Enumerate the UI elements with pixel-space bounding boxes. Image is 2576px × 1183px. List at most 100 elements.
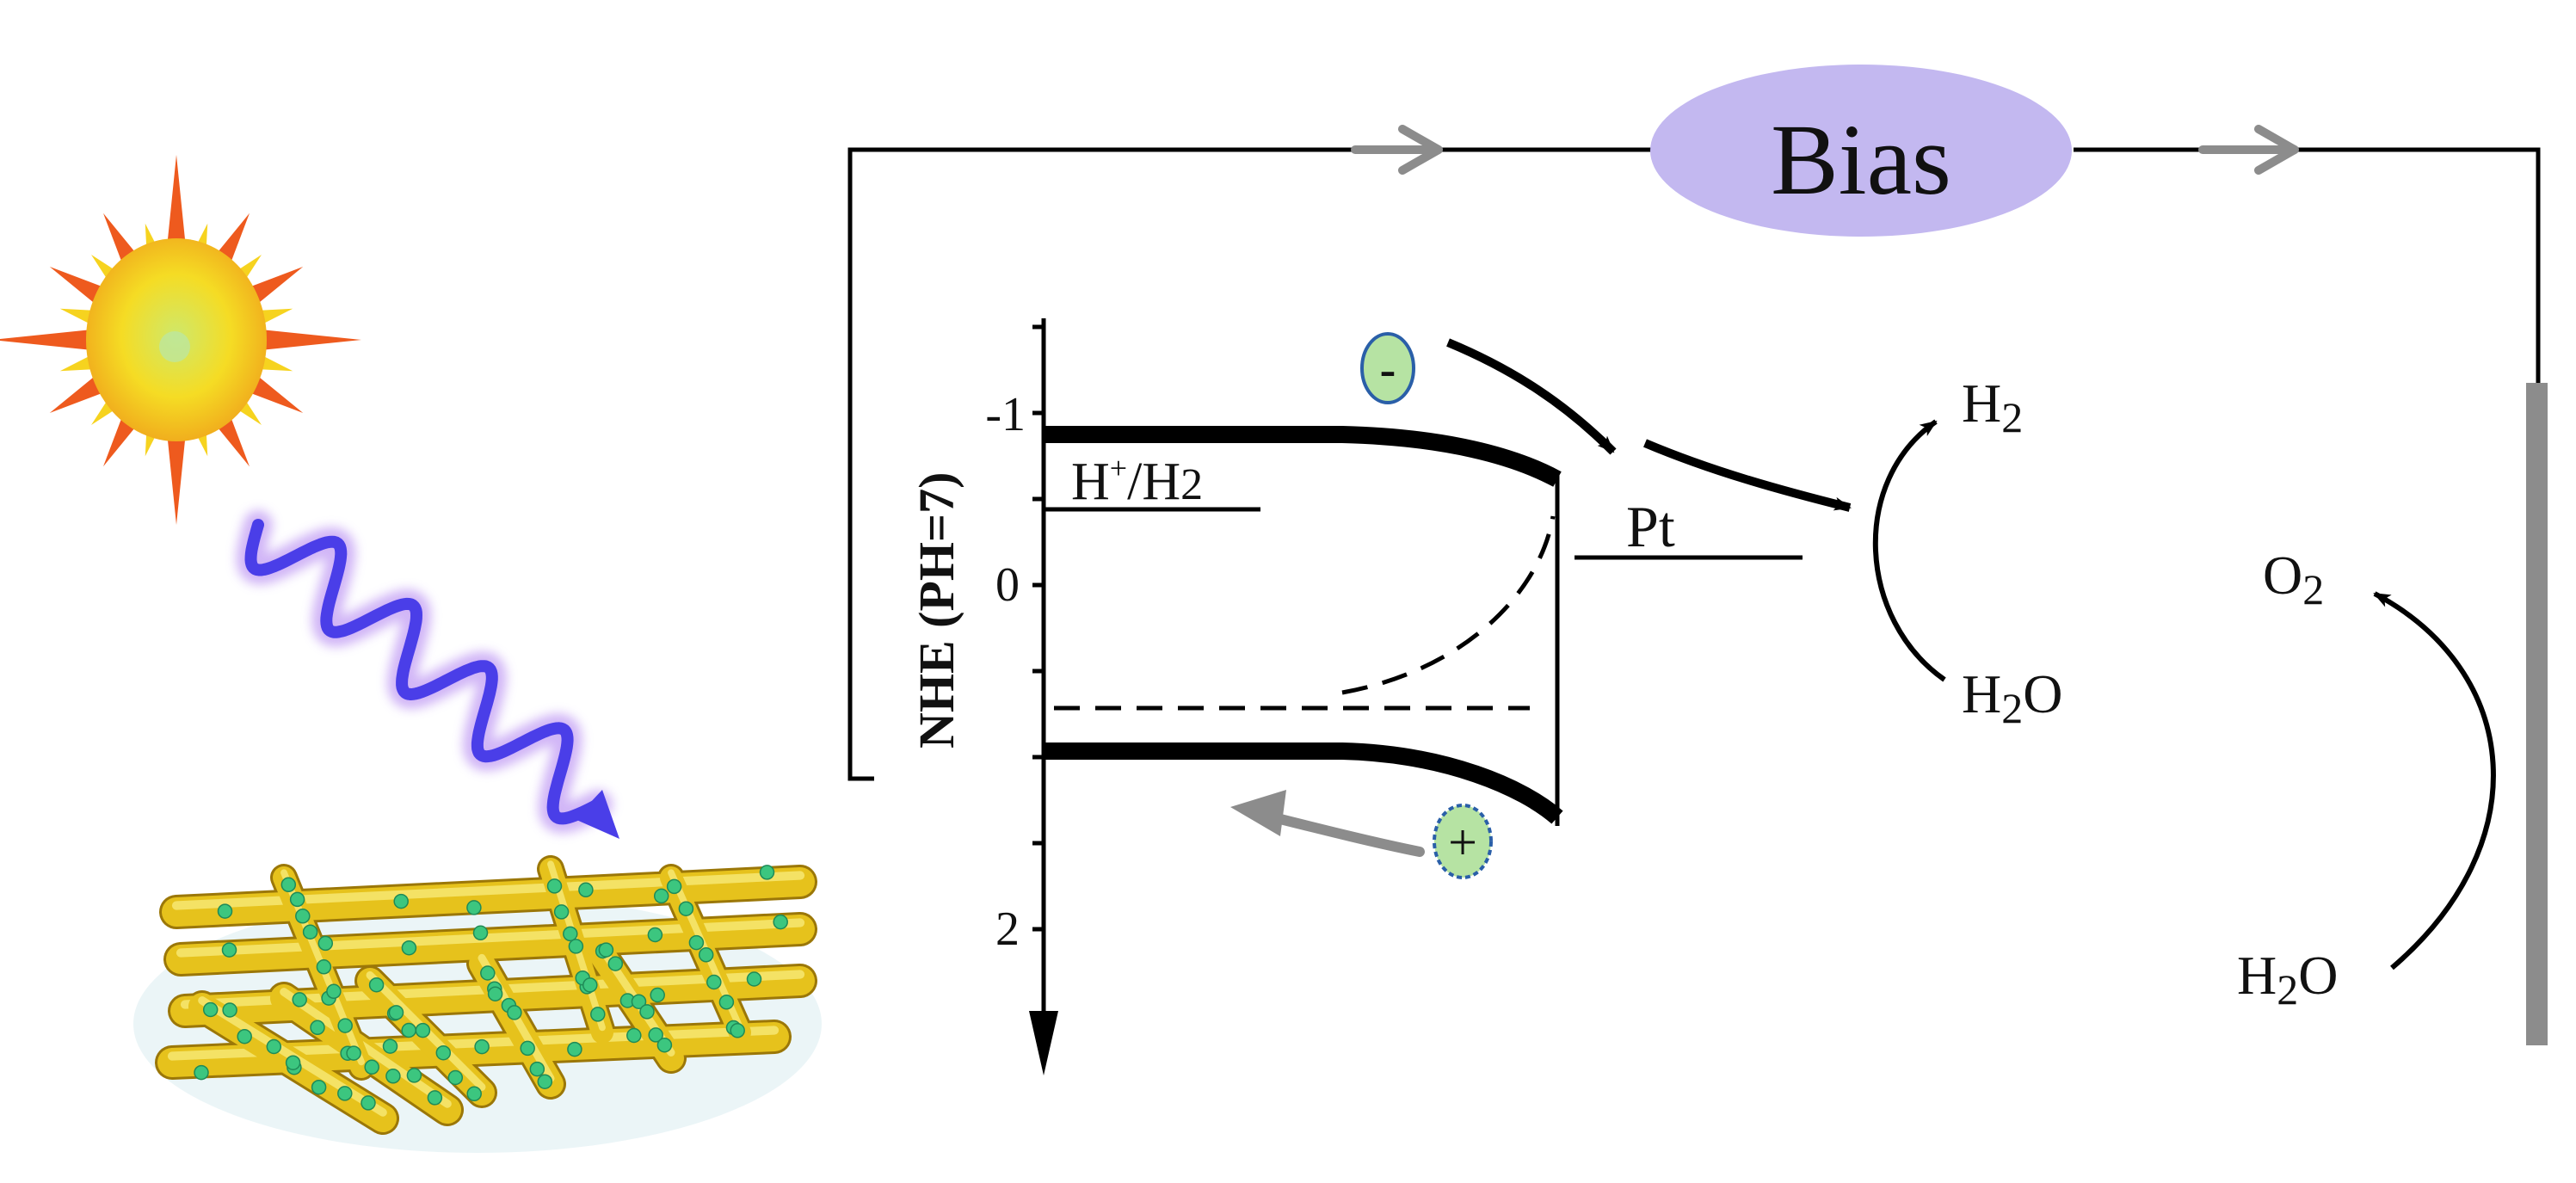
nanoparticle [317, 935, 334, 952]
h2-evolution-arrow [1872, 419, 1946, 682]
o2-label: O2 [2263, 545, 2324, 613]
nanoparticle [364, 1059, 379, 1075]
nanoparticle [466, 900, 482, 915]
nanoparticle [302, 924, 318, 940]
nanoparticle [590, 1007, 606, 1022]
nanoparticle [507, 1005, 522, 1020]
nhe-axis [1032, 318, 1046, 1032]
nanoparticle [393, 893, 409, 909]
nanoparticle [292, 992, 307, 1007]
nanoparticle [311, 1079, 327, 1095]
nanorod [162, 867, 815, 927]
conduction-band [1044, 426, 1562, 487]
nanoparticle [337, 1086, 353, 1101]
flow-arrow-left [1351, 125, 1443, 175]
nanoparticle [474, 1038, 490, 1055]
nanoparticle [382, 1038, 398, 1054]
nanoparticle [237, 1028, 252, 1044]
sun-ray [165, 155, 188, 259]
hole-carrier [1433, 804, 1493, 879]
nanoparticle [361, 1095, 376, 1111]
nanoparticle [435, 1044, 452, 1061]
electron-carrier [1360, 332, 1415, 404]
nanoparticle [678, 901, 694, 916]
h-plus-h2-label: H+/H2 [1071, 451, 1203, 511]
nanoparticle [520, 1040, 535, 1057]
nanoparticle [666, 878, 682, 895]
sun-icon [0, 155, 361, 525]
quasi-fermi-level [1341, 515, 1556, 695]
electron-symbol: - [1380, 343, 1396, 397]
nanoparticle [537, 1074, 553, 1089]
nanoparticle [346, 1045, 361, 1061]
nanoparticle [266, 1038, 282, 1055]
bias-label: Bias [1771, 103, 1951, 216]
nanoparticle [368, 977, 385, 993]
nanoparticle [472, 925, 489, 941]
sun-ray [257, 329, 361, 351]
valence-band [1044, 742, 1563, 824]
hole-symbol: + [1448, 814, 1477, 871]
nanoparticle [310, 1020, 325, 1036]
hole-arrowhead [1230, 790, 1286, 836]
nanoparticle [759, 865, 775, 880]
nanoparticle [598, 942, 614, 958]
nanoparticle [217, 903, 233, 919]
nanoparticle [447, 1069, 464, 1086]
nanoparticle [653, 888, 669, 904]
nanoparticle [546, 878, 563, 894]
nanoparticle [415, 1022, 431, 1038]
nanoparticle [487, 986, 503, 1001]
sun-highlight [159, 331, 190, 362]
nanoparticle [280, 877, 297, 893]
nanoparticle [427, 1090, 443, 1106]
nanoparticle [582, 977, 598, 993]
nanoparticle [568, 939, 584, 954]
nanorod-network-icon [133, 855, 822, 1153]
sun-ray [0, 329, 96, 351]
nanoparticle [563, 926, 578, 942]
nanoparticle [656, 1037, 673, 1053]
nanoparticle [567, 1041, 582, 1057]
nanoparticle [406, 1068, 422, 1083]
nanorod-highlight [171, 871, 805, 910]
h2o-label-right: H2O [2237, 945, 2338, 1014]
nanoparticle [337, 1018, 353, 1033]
photon-arrowhead [575, 790, 619, 839]
nanoparticle [650, 987, 665, 1003]
photon-wave-icon [236, 510, 619, 839]
nanoparticle [466, 1086, 482, 1102]
sun-ray [165, 421, 188, 525]
electron-transfer-arrow-2 [1643, 439, 1852, 512]
nanoparticle [316, 959, 332, 975]
nanoparticle [773, 914, 788, 930]
nanoparticle [295, 909, 311, 924]
nanoparticle [385, 1069, 401, 1084]
nanoparticle [285, 1055, 301, 1070]
tick-label-minus1: -1 [985, 388, 1026, 441]
nanoparticle [388, 1005, 404, 1020]
nanoparticle [648, 1027, 663, 1043]
nanoparticle [401, 940, 417, 956]
nanoparticle [718, 995, 735, 1010]
o2-evolution-arrow [2373, 591, 2496, 970]
nanoparticle [202, 1001, 219, 1018]
nanoparticle [578, 882, 594, 898]
nanoparticle [647, 927, 663, 943]
nanoparticle [289, 891, 305, 908]
nanoparticle [221, 942, 237, 958]
nanoparticle [194, 1064, 209, 1081]
h2-label: H2 [1962, 373, 2023, 441]
hole-transfer-arrow [1268, 812, 1425, 857]
tick-label-0: 0 [995, 558, 1020, 612]
pt-label: Pt [1626, 494, 1675, 559]
counter-electrode [2526, 383, 2548, 1045]
nanoparticle [688, 934, 705, 951]
nanoparticle [626, 1027, 642, 1044]
nanoparticle [607, 956, 624, 971]
nanoparticle [730, 1023, 745, 1038]
nanoparticle [222, 1002, 237, 1018]
axis-arrowhead [1029, 1011, 1058, 1075]
tick-label-2: 2 [995, 903, 1020, 956]
